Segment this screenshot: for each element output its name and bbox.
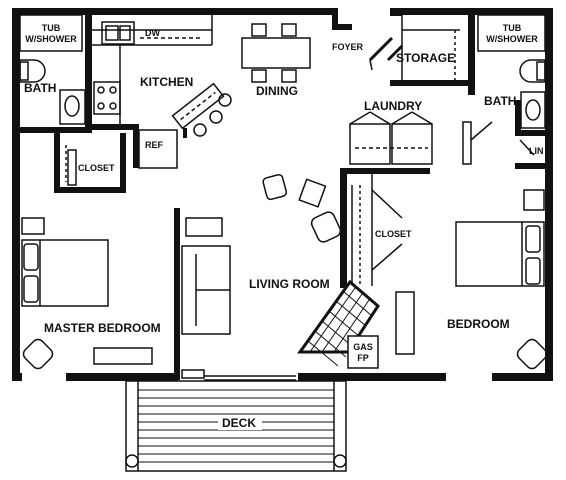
- gas-fp-label-1: GAS: [353, 342, 373, 352]
- gas-fp-label-2: FP: [357, 353, 369, 363]
- tub-label-right-1: TUB: [503, 23, 522, 33]
- deck-posts: [125, 454, 347, 468]
- dining-label: DINING: [256, 84, 298, 98]
- kitchen-label: KITCHEN: [140, 75, 193, 89]
- tub-label-left-1: TUB: [42, 23, 61, 33]
- bath-label-left: BATH: [24, 81, 56, 95]
- deck-sliding-door: [181, 369, 296, 381]
- storage-label: STORAGE: [396, 51, 455, 65]
- deck-slats: [138, 389, 334, 463]
- room-labels: TUB W/SHOWER TUB W/SHOWER DW FOYER STORA…: [24, 23, 544, 430]
- interior-walls: [20, 8, 553, 380]
- master-bedroom-label: MASTER BEDROOM: [44, 321, 161, 335]
- deck-label: DECK: [222, 416, 256, 430]
- closet-label-center: CLOSET: [375, 229, 412, 239]
- living-room-label: LIVING ROOM: [249, 277, 330, 291]
- dishwasher-label: DW: [145, 28, 160, 38]
- linen-label: LIN: [529, 146, 544, 156]
- foyer-label: FOYER: [332, 42, 364, 52]
- tub-label-right-2: W/SHOWER: [486, 34, 538, 44]
- ref-label: REF: [145, 140, 164, 150]
- cabinetry: [19, 14, 548, 472]
- laundry-label: LAUNDRY: [364, 99, 422, 113]
- bath-label-right: BATH: [484, 94, 516, 108]
- bedroom-label: BEDROOM: [447, 317, 510, 331]
- closet-label-left: CLOSET: [78, 163, 115, 173]
- exterior-walls: [12, 8, 553, 381]
- gas-fireplace: [297, 279, 380, 369]
- tub-label-left-2: W/SHOWER: [25, 34, 77, 44]
